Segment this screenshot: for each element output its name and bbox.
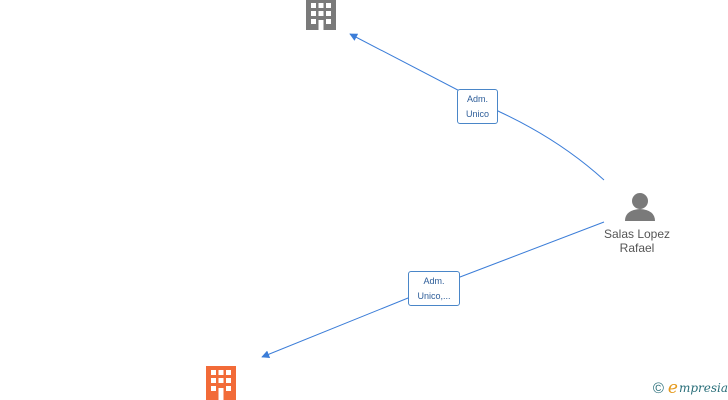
edge-label-top[interactable]: Adm. Unico — [457, 89, 498, 124]
brand-name: mpresia — [678, 381, 728, 395]
empresia-logo: © e mpresia — [653, 378, 728, 398]
person-name-line2: Rafael — [619, 241, 655, 255]
copyright-symbol: © — [652, 379, 664, 397]
building-icon[interactable] — [306, 0, 336, 30]
edge-label-bottom-line2: Unico,... — [417, 291, 451, 301]
edge-label-bottom-line1: Adm. — [423, 276, 445, 286]
building-icon[interactable] — [206, 366, 236, 400]
brand-initial: e — [667, 378, 678, 398]
edge-label-top-line2: Unico — [465, 109, 489, 119]
edge-to-bottom-company[interactable] — [261, 221, 605, 359]
person-name-line1: Salas Lopez — [603, 227, 671, 241]
person-name-label[interactable]: Salas Lopez Rafael — [587, 227, 687, 255]
edge-label-bottom[interactable]: Adm. Unico,... — [408, 271, 460, 306]
person-icon[interactable] — [625, 193, 655, 221]
edge-to-top-company[interactable] — [349, 33, 605, 181]
edge-label-top-line1: Adm. — [466, 94, 488, 104]
